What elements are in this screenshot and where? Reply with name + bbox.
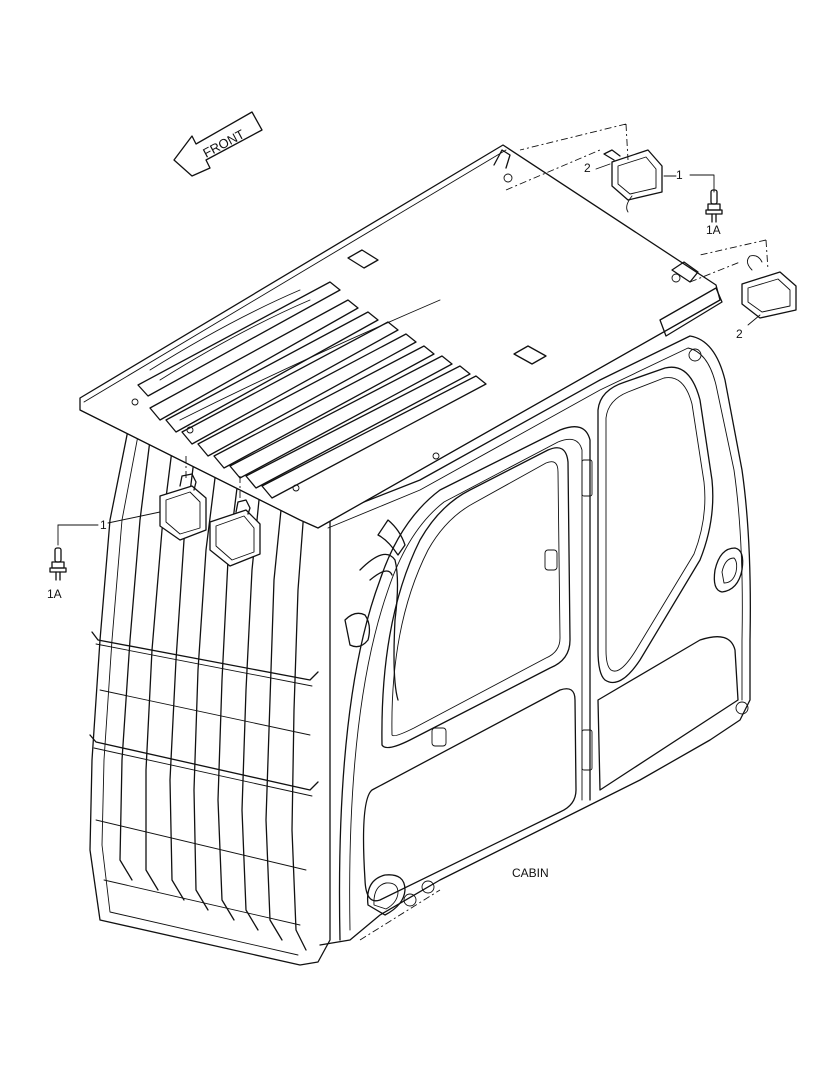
callout-1-left: 1 bbox=[100, 518, 107, 532]
rear-work-light-top bbox=[603, 149, 663, 213]
cabin-body bbox=[317, 335, 751, 946]
front-arrow: FRONT bbox=[173, 111, 263, 177]
front-work-light-left bbox=[159, 473, 207, 541]
callout-1a-left: 1A bbox=[47, 587, 62, 601]
leader-dash-front bbox=[185, 456, 241, 500]
cabin-label: CABIN bbox=[512, 866, 549, 880]
roof-guard bbox=[79, 144, 723, 529]
callout-2-top: 2 bbox=[584, 161, 591, 175]
halogen-bulb-icon bbox=[49, 547, 67, 581]
front-work-light-right bbox=[209, 499, 261, 567]
leader-dash-cabin bbox=[359, 889, 441, 941]
callout-1-right: 1 bbox=[676, 168, 683, 182]
leader-dash-mid bbox=[689, 239, 769, 283]
callout-leaders bbox=[57, 163, 761, 546]
callout-2-mid: 2 bbox=[736, 327, 743, 341]
halogen-bulb-icon bbox=[705, 189, 723, 223]
rear-work-light-mid bbox=[741, 255, 797, 319]
callout-1a-right: 1A bbox=[706, 223, 721, 237]
leader-dash-top bbox=[505, 123, 629, 191]
